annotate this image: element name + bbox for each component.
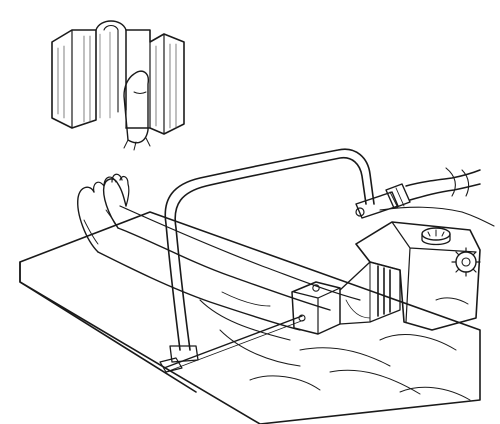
support-rod-outer	[174, 156, 367, 351]
drill-gear-icon	[451, 247, 481, 277]
clamp-screw-hole	[312, 284, 320, 292]
drill-knob-icon	[421, 227, 451, 246]
table-front-edge	[19, 261, 197, 393]
support-rod-inner	[164, 148, 375, 351]
drill-body	[355, 221, 481, 331]
transparent-guide-channel	[339, 261, 401, 325]
patient-lower-limb	[77, 173, 361, 331]
patient-foot	[102, 178, 127, 229]
inserted-toe	[123, 70, 149, 144]
patient-leg-lower	[119, 205, 361, 301]
patient-body-contour	[379, 206, 495, 227]
rod-connector-and-hose	[355, 167, 481, 219]
support-rod-base-clamp	[169, 345, 199, 363]
inset-toe-holder-detail	[51, 20, 185, 151]
table-top	[19, 211, 481, 424]
patient-leg-upper	[117, 227, 331, 311]
patient-toes	[93, 173, 130, 207]
guide-wire	[163, 315, 305, 373]
coupling-nut	[385, 183, 411, 209]
wire-clamp-block	[291, 281, 341, 335]
drill-housing	[355, 221, 481, 331]
surgical-drapes	[199, 291, 471, 401]
toe-holder-right-block	[125, 29, 185, 135]
operating-table	[19, 211, 481, 424]
flexible-hose	[405, 169, 481, 187]
toe-holder-groove	[95, 20, 127, 111]
toe-holder-left-block	[51, 29, 97, 129]
